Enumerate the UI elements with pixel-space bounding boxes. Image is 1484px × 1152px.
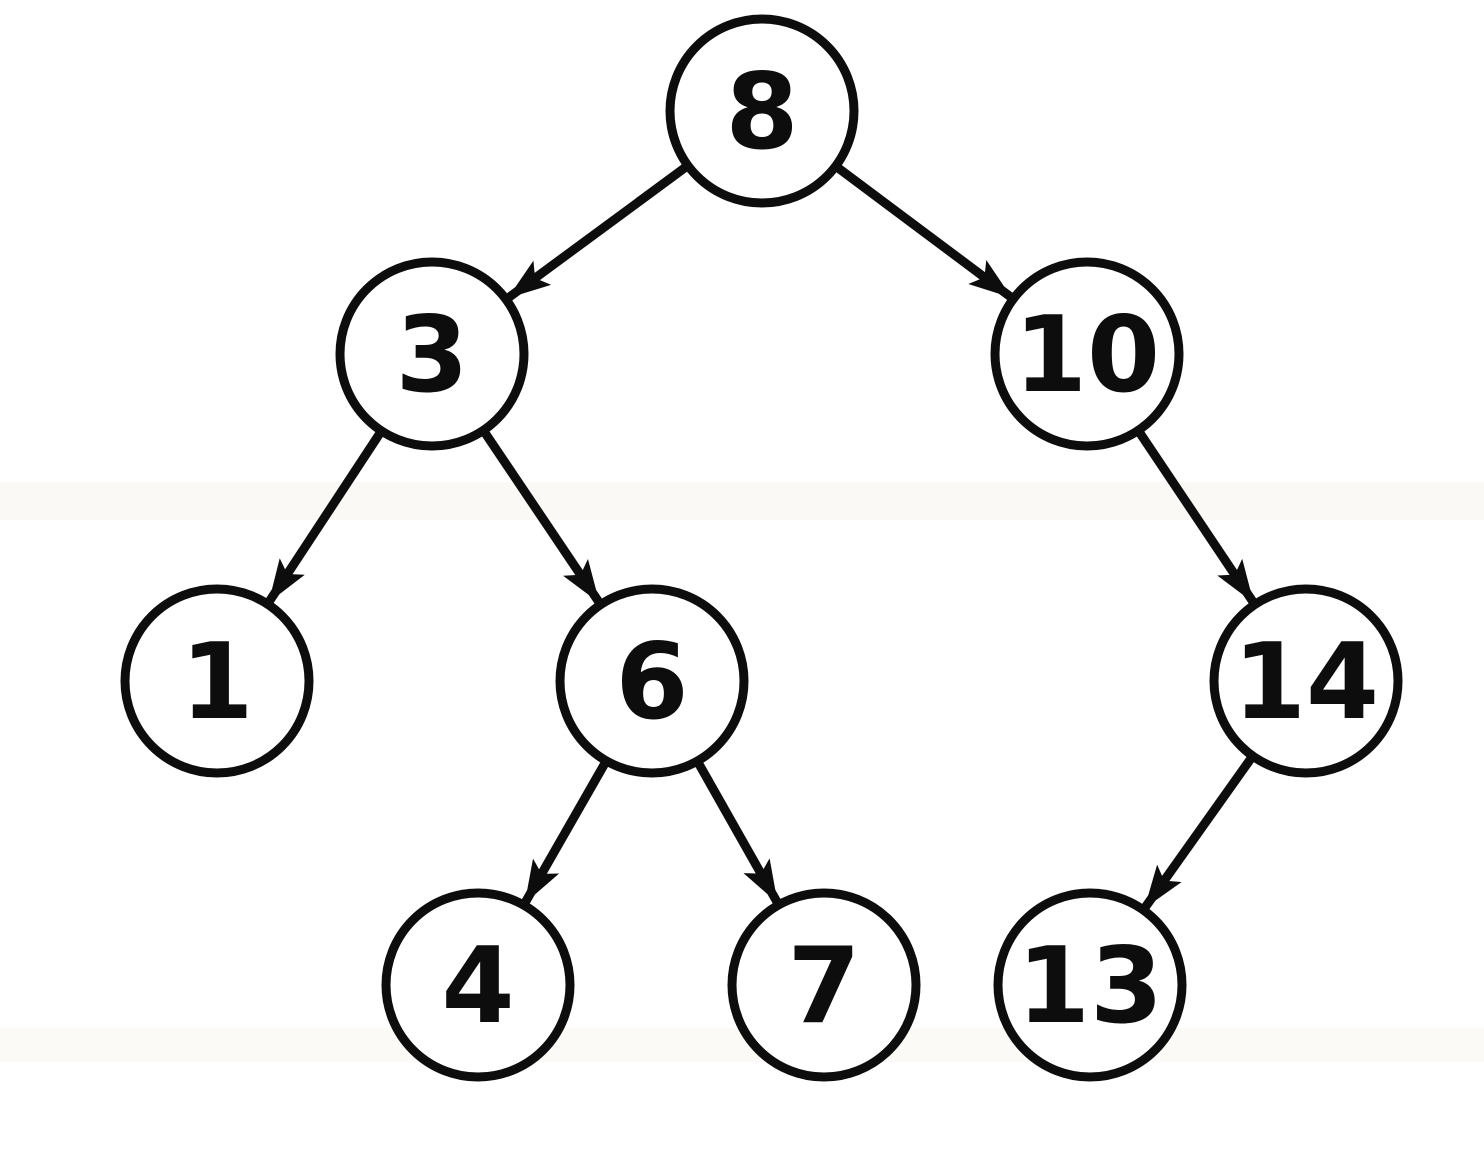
edge-3-1	[264, 428, 386, 605]
node-circle	[555, 584, 749, 778]
edges-layer	[264, 161, 1258, 911]
tree-node-14: 14	[1209, 584, 1403, 778]
tree-node-10: 10	[990, 257, 1184, 451]
node-circle	[1209, 584, 1403, 778]
node-circle	[727, 888, 921, 1082]
node-label: 4	[441, 925, 514, 1047]
edge-8-3	[505, 161, 691, 302]
node-label: 7	[787, 925, 860, 1047]
tree-node-3: 3	[335, 257, 529, 451]
node-label: 6	[615, 621, 688, 743]
node-label: 1	[180, 621, 253, 743]
edge-14-13	[1140, 753, 1257, 911]
node-label: 10	[1014, 294, 1160, 416]
tree-node-7: 7	[727, 888, 921, 1082]
tree-node-1: 1	[120, 584, 314, 778]
edge-6-7	[693, 758, 782, 906]
edge-6-4	[520, 758, 611, 906]
nodes-layer: 8 3 10 1 6 14 4 7 13	[120, 14, 1403, 1082]
node-label: 3	[395, 294, 468, 416]
tree-node-8: 8	[665, 14, 859, 208]
tree-node-13: 13	[993, 888, 1187, 1082]
node-circle	[665, 14, 859, 208]
node-label: 14	[1233, 621, 1379, 743]
edge-3-6	[479, 427, 604, 606]
tree-node-4: 4	[381, 888, 575, 1082]
node-circle	[120, 584, 314, 778]
node-circle	[335, 257, 529, 451]
tree-node-6: 6	[555, 584, 749, 778]
node-circle	[990, 257, 1184, 451]
edge-10-14	[1134, 427, 1258, 606]
node-label: 13	[1017, 925, 1163, 1047]
node-circle	[381, 888, 575, 1082]
node-label: 8	[725, 51, 798, 173]
edge-8-10	[832, 162, 1015, 302]
node-circle	[993, 888, 1187, 1082]
